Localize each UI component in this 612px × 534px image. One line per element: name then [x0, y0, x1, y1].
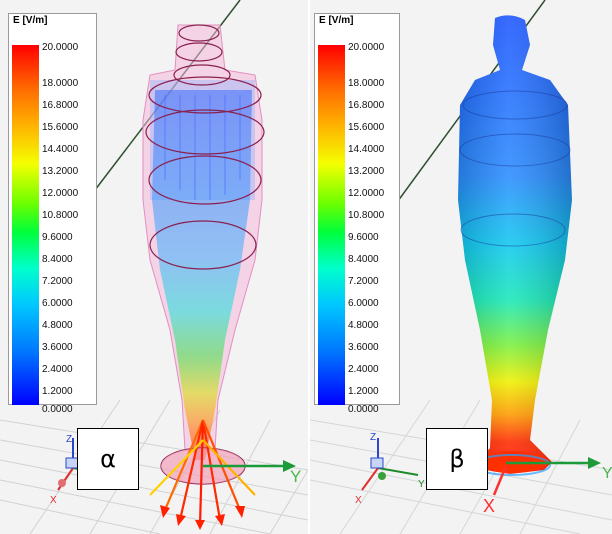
color-scale-bar	[12, 45, 39, 405]
legend-tick: 14.4000	[348, 144, 385, 155]
legend-tick: 0.0000	[348, 404, 379, 415]
panel-label-alpha: α	[77, 428, 139, 490]
axis-x-label: X	[50, 495, 57, 506]
legend-tick: 20.0000	[42, 42, 79, 53]
color-legend: E [V/m] 20.0000 18.0000 16.8000 15.6000 …	[8, 13, 97, 415]
legend-tick: 1.2000	[42, 386, 73, 397]
legend-tick: 7.2000	[42, 276, 73, 287]
legend-tick: 13.2000	[42, 166, 79, 177]
legend-tick: 13.2000	[348, 166, 385, 177]
legend-tick: 3.6000	[348, 342, 379, 353]
legend-tick: 12.0000	[348, 188, 385, 199]
legend-tick: 4.8000	[42, 320, 73, 331]
legend-title: E [V/m]	[13, 15, 48, 26]
legend-tick: 12.0000	[42, 188, 79, 199]
legend-tick: 1.2000	[348, 386, 379, 397]
legend-tick: 10.8000	[42, 210, 79, 221]
legend-tick: 15.6000	[42, 122, 79, 133]
axis-z-label: Z	[370, 432, 376, 443]
color-legend: E [V/m] 20.0000 18.0000 16.8000 15.6000 …	[314, 13, 400, 415]
legend-tick: 16.8000	[42, 100, 79, 111]
legend-tick: 10.8000	[348, 210, 385, 221]
legend-tick: 2.4000	[42, 364, 73, 375]
axis-z-label: Z	[66, 434, 72, 445]
legend-tick: 18.0000	[42, 78, 79, 89]
legend-tick: 20.0000	[348, 42, 385, 53]
legend-tick: 8.4000	[42, 254, 73, 265]
axis-x-label: X	[355, 495, 362, 506]
panel-alpha: Z Y X Y E [V/m] 20.0000 18.0000 16.8000 …	[0, 0, 308, 534]
legend-tick: 2.4000	[348, 364, 379, 375]
axis-y-label-large: Y	[602, 465, 612, 482]
legend-tick: 15.6000	[348, 122, 385, 133]
legend-tick: 6.0000	[42, 298, 73, 309]
legend-tick: 18.0000	[348, 78, 385, 89]
legend-tick: 9.6000	[42, 232, 73, 243]
legend-tick: 3.6000	[42, 342, 73, 353]
color-scale-bar	[318, 45, 345, 405]
legend-tick: 0.0000	[42, 404, 73, 415]
legend-tick: 9.6000	[348, 232, 379, 243]
legend-tick: 4.8000	[348, 320, 379, 331]
legend-tick: 7.2000	[348, 276, 379, 287]
panel-beta: Z Y X X Y E [V/m] 20.0000 18.0000 16.800…	[310, 0, 612, 534]
legend-title: E [V/m]	[319, 15, 354, 26]
field-surface-plot: Z Y X X Y	[310, 0, 612, 534]
legend-tick: 14.4000	[42, 144, 79, 155]
legend-tick: 6.0000	[348, 298, 379, 309]
panel-label-beta: β	[426, 428, 488, 490]
legend-tick: 8.4000	[348, 254, 379, 265]
axis-x-label-large: X	[483, 496, 495, 516]
axis-y-label: Y	[418, 479, 425, 490]
axis-y-label-large: Y	[290, 467, 301, 486]
legend-tick: 16.8000	[348, 100, 385, 111]
field-vector-plot: Z Y X Y	[0, 0, 308, 534]
